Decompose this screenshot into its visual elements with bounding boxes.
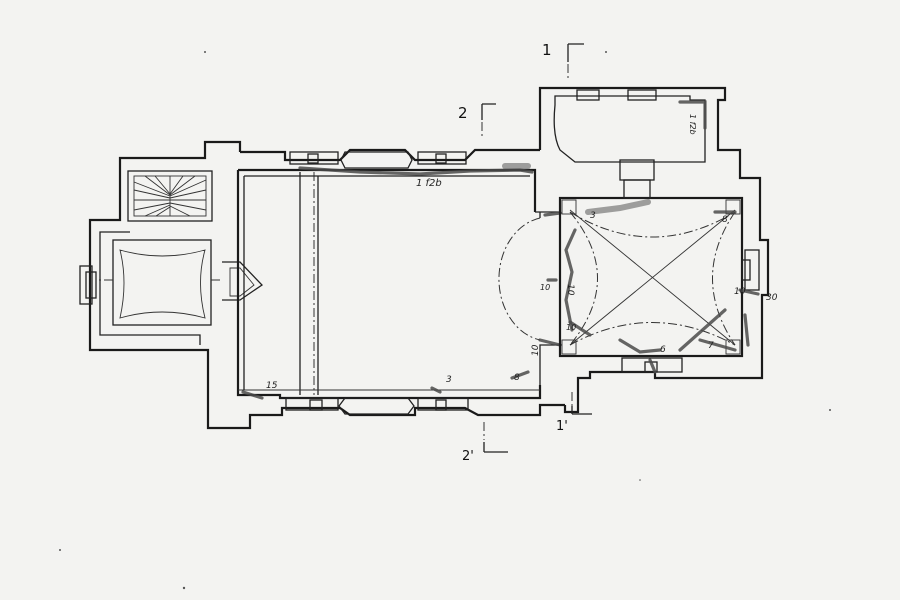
crack-label: 30	[766, 293, 778, 303]
crack-label: 10	[565, 284, 575, 296]
crack-label: 1 f2b	[688, 114, 697, 135]
section-marker-1-prime: 1'	[556, 392, 592, 434]
crack-label: 7	[708, 341, 714, 351]
section-label-1-prime: 1'	[556, 419, 568, 434]
paper-specks	[59, 51, 831, 590]
section-marker-2-prime: 2'	[462, 422, 508, 464]
crack-label: 3	[446, 375, 452, 385]
apse-arch	[498, 211, 562, 385]
crack-label: 10	[566, 323, 576, 332]
crack-label: 10	[531, 344, 541, 356]
west-annex	[79, 140, 242, 398]
section-label-1: 1	[542, 41, 552, 59]
staircase	[127, 170, 213, 222]
crack-label: 8	[514, 373, 520, 383]
nave	[206, 148, 565, 430]
section-marker-1: 1	[542, 41, 584, 80]
section-label-2: 2	[458, 104, 468, 122]
crack-label: 3	[590, 211, 596, 221]
crack-annotations: 1 f2b 3 15 8 10 10 10 3 6 7 8 10 30 10 1…	[266, 114, 778, 391]
crack-label: 10	[540, 283, 550, 292]
crack-label: 1 f2b	[416, 178, 442, 189]
crack-label: 6	[660, 345, 666, 355]
section-marker-2: 2	[458, 103, 496, 138]
crack-label: 15	[266, 381, 278, 391]
crack-label: 10	[734, 287, 746, 297]
section-label-2-prime: 2'	[462, 449, 474, 464]
sanctuary	[538, 86, 770, 414]
crack-label: 8	[722, 215, 728, 225]
